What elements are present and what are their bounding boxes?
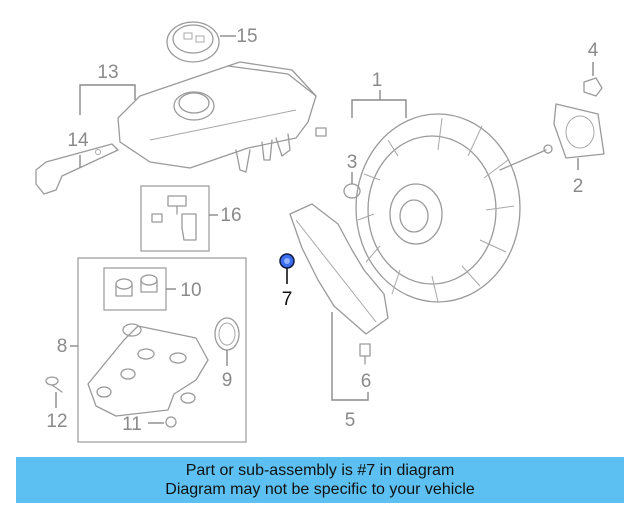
leader-13 — [79, 84, 136, 115]
callout-11: 11 — [122, 414, 142, 435]
part-16-sensor-parts — [151, 195, 197, 241]
part-6-bolt[interactable] — [359, 343, 371, 365]
part-11-nut[interactable] — [165, 416, 177, 428]
callout-16: 16 — [220, 205, 241, 226]
callout-10: 10 — [180, 280, 201, 301]
part-1-brake-booster[interactable] — [355, 113, 553, 303]
callout-8: 8 — [57, 336, 68, 357]
callout-13: 13 — [97, 62, 118, 83]
part-16-sensor-box[interactable] — [140, 185, 210, 252]
part-2-gasket[interactable] — [553, 103, 605, 159]
callout-5: 5 — [345, 410, 356, 431]
callout-7: 7 — [282, 289, 293, 310]
callout-4: 4 — [588, 40, 599, 61]
part-10-grommets — [115, 274, 158, 297]
callout-14: 14 — [67, 130, 89, 151]
callout-9: 9 — [222, 370, 233, 391]
info-banner: Part or sub-assembly is #7 in diagram Di… — [16, 457, 624, 503]
part-5-heat-shield[interactable] — [289, 203, 389, 335]
leader-5 — [331, 312, 369, 401]
callout-3: 3 — [347, 152, 358, 173]
part-13-fluid-reservoir[interactable] — [117, 61, 327, 173]
part-14-reservoir-bracket[interactable] — [35, 143, 119, 195]
callout-15: 15 — [236, 26, 257, 47]
leader-1 — [351, 99, 407, 118]
master-cylinder-body — [87, 323, 209, 417]
banner-line-2: Diagram may not be specific to your vehi… — [165, 481, 475, 498]
part-12-bolt[interactable] — [45, 376, 63, 393]
callout-1: 1 — [372, 70, 383, 91]
callout-12: 12 — [46, 411, 67, 432]
part-15-reservoir-cap[interactable] — [166, 21, 236, 63]
part-4-nut[interactable] — [583, 77, 603, 97]
callout-2: 2 — [573, 176, 584, 197]
part-7-highlight-inner — [284, 258, 290, 264]
exploded-parts-diagram: 1 2 3 4 5 6 7 8 9 10 11 12 13 14 15 16 — [35, 21, 605, 443]
part-8-master-cylinder-box[interactable] — [77, 257, 247, 443]
callout-6: 6 — [361, 371, 372, 392]
banner-line-1: Part or sub-assembly is #7 in diagram — [185, 462, 455, 479]
